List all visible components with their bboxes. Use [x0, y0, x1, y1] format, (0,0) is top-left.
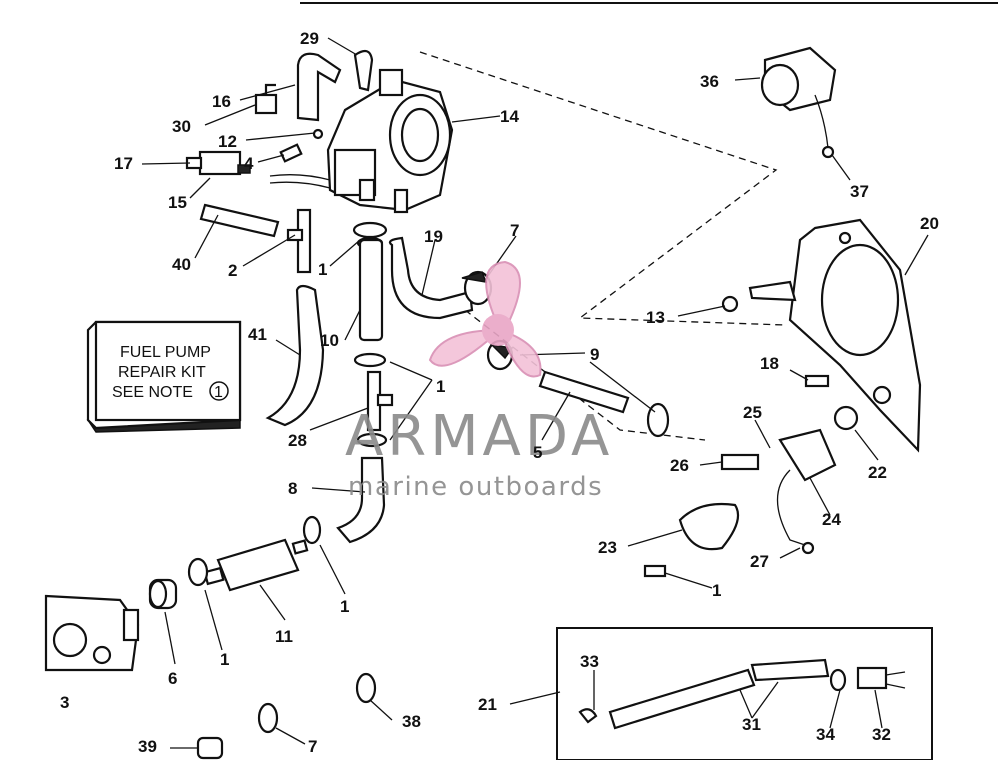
callout: 21 — [478, 695, 497, 714]
kit-line-1: FUEL PUMP — [120, 344, 211, 361]
gasket-plate-20 — [748, 218, 922, 453]
clamp-9 — [646, 402, 670, 438]
callout-numbers: 29 16 30 12 4 17 15 14 40 2 1 19 7 10 41… — [60, 29, 939, 756]
callout: 19 — [424, 227, 443, 246]
callout: 5 — [533, 443, 542, 462]
sleeve-6 — [148, 578, 178, 610]
callout: 4 — [244, 154, 254, 173]
callout: 11 — [275, 627, 293, 646]
callout: 40 — [172, 255, 191, 274]
fitting-35 — [254, 83, 278, 115]
hose-10 — [358, 238, 384, 342]
kit-note: FUEL PUMP REPAIR KIT SEE NOTE 1 — [112, 344, 229, 401]
grommet-23 — [678, 502, 740, 551]
propeller-logo-icon — [428, 260, 542, 378]
clip-34 — [353, 49, 374, 92]
callout: 18 — [760, 354, 779, 373]
repair-kit-box — [86, 320, 242, 433]
screw-12 — [643, 564, 667, 578]
callout: 13 — [646, 308, 665, 327]
callout: 37 — [850, 182, 869, 201]
screw-4 — [279, 143, 303, 163]
callout: 22 — [868, 463, 887, 482]
hose-5 — [538, 370, 630, 414]
callout: 15 — [168, 193, 187, 212]
armada-watermark: ARMADA marine outboards — [345, 260, 613, 502]
callout: 25 — [743, 403, 762, 422]
callout: 20 — [920, 214, 939, 233]
kit-line-3: SEE NOTE — [112, 384, 193, 401]
clamp-1-filter — [187, 557, 209, 587]
bracket-3 — [44, 594, 140, 672]
watermark-brand: ARMADA — [345, 404, 613, 469]
callout: 30 — [172, 117, 191, 136]
callout: 41 — [248, 325, 267, 344]
callout: 9 — [590, 345, 599, 364]
callout: 16 — [212, 92, 231, 111]
fitting-15 — [185, 150, 251, 176]
note-circle — [209, 381, 229, 401]
clamp-1-mid-a — [353, 352, 387, 368]
dashed-guides — [419, 51, 786, 441]
callout: 38 — [402, 712, 421, 731]
callout: 2 — [228, 261, 237, 280]
tee-fitting-28 — [366, 370, 394, 432]
hose-19 — [388, 236, 474, 320]
callout: 10 — [320, 331, 339, 350]
clamp-38 — [355, 672, 377, 704]
leader-lines — [141, 37, 929, 749]
callout: 6 — [168, 669, 177, 688]
clamp-1-mid-b — [356, 432, 388, 448]
callout: 24 — [822, 510, 841, 529]
callout: 23 — [598, 538, 617, 557]
hose-40 — [199, 203, 280, 238]
plug-39 — [196, 736, 224, 760]
fuel-pump-assembly — [269, 68, 454, 214]
kit-line-2: REPAIR KIT — [118, 364, 206, 381]
callout: 7 — [308, 737, 317, 756]
fuel-filter — [203, 538, 309, 592]
tee-fitting-2 — [286, 208, 312, 274]
ring-22 — [833, 405, 859, 431]
hose-41 — [265, 284, 325, 427]
callout: 28 — [288, 431, 307, 450]
screw-18 — [804, 374, 830, 388]
hose-8 — [336, 456, 386, 544]
callout: 1 — [318, 260, 327, 279]
callout: 12 — [218, 132, 237, 151]
callout: 26 — [670, 456, 689, 475]
watermark-tagline: marine outboards — [348, 472, 603, 502]
callout: 1 — [436, 377, 445, 396]
callout: 33 — [580, 652, 599, 671]
callout: 27 — [750, 552, 769, 571]
callout: 31 — [742, 715, 761, 734]
callout: 32 — [872, 725, 891, 744]
callout: 39 — [138, 737, 157, 756]
inset-box-29 — [556, 627, 933, 761]
callout: 29 — [300, 29, 319, 48]
callout: 34 — [816, 725, 835, 744]
clamp-7-lower — [257, 702, 279, 734]
callout: 1 — [220, 650, 229, 669]
clamp-1-lower — [302, 515, 322, 545]
callout: 36 — [700, 72, 719, 91]
callout: 7 — [510, 221, 519, 240]
valve-24 — [720, 428, 837, 555]
elbow-hose — [296, 52, 342, 122]
callout: 1 — [712, 581, 721, 600]
nut-13 — [721, 295, 739, 313]
callout: 17 — [114, 154, 133, 173]
callout: 3 — [60, 693, 69, 712]
callout: 8 — [288, 479, 297, 498]
callout: 1 — [340, 597, 349, 616]
washer-17 — [312, 128, 324, 140]
primer-solenoid — [760, 46, 837, 159]
kit-note-number: 1 — [214, 384, 223, 401]
callout: 14 — [500, 107, 519, 126]
